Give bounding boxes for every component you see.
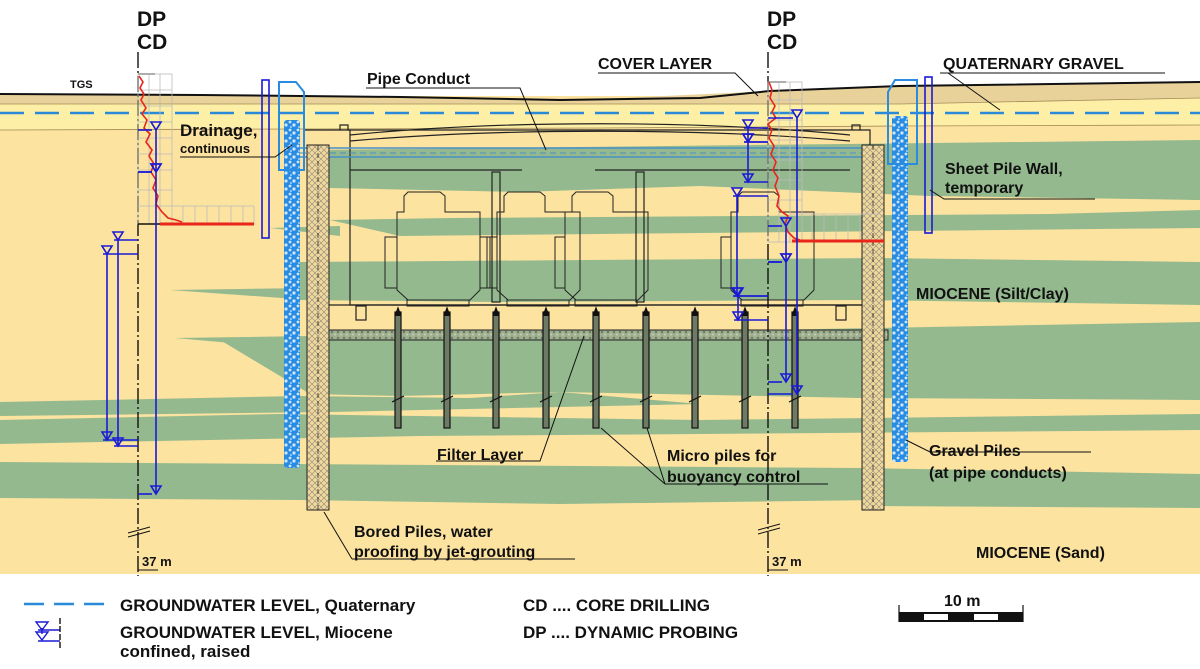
label-bored-piles-jet-grouting: proofing by jet-grouting — [354, 544, 535, 561]
ground-surface-line — [0, 81, 1200, 102]
cover-layer-boundary — [0, 97, 1200, 105]
scale-bar-icon — [898, 605, 1024, 622]
label-sheet-pile-wall: Sheet Pile Wall, — [945, 161, 1063, 178]
legend-gw-miocene-confined: confined, raised — [120, 642, 250, 661]
label-micro-piles-buoyancy: buoyancy control — [667, 469, 800, 486]
vehicle-2 — [486, 191, 581, 307]
bored-pile-left — [306, 144, 330, 511]
label-drainage: Drainage, — [180, 121, 257, 140]
borehole-1-label-dp: DP — [137, 8, 166, 31]
vehicle-3 — [554, 191, 649, 307]
label-miocene-sand: MIOCENE (Sand) — [976, 545, 1105, 562]
surface-label-tgs: TGS — [70, 79, 93, 91]
water-level-triangle-icon — [34, 618, 61, 650]
bored-pile-right — [861, 144, 885, 511]
micro-pile — [688, 306, 702, 429]
borehole-2-label-cd: CD — [767, 31, 797, 54]
micro-pile — [440, 306, 454, 429]
water-level-marker — [731, 287, 768, 322]
micro-piles — [391, 306, 802, 429]
label-quaternary-gravel: QUATERNARY GRAVEL — [943, 56, 1124, 73]
label-sheet-pile-temporary: temporary — [945, 180, 1023, 197]
scale-label: 10 m — [944, 593, 980, 610]
vehicle-4 — [720, 191, 815, 307]
borehole-2-label-dp: DP — [767, 8, 796, 31]
label-drainage-continuous: continuous — [180, 141, 250, 156]
micro-pile — [639, 306, 653, 429]
water-level-marker — [768, 109, 804, 396]
label-cover-layer: COVER LAYER — [598, 56, 713, 73]
legend-gw-miocene: GROUNDWATER LEVEL, Miocene — [120, 623, 393, 642]
legend-gw-quaternary: GROUNDWATER LEVEL, Quaternary — [120, 596, 416, 615]
sheet-pile-right — [924, 76, 933, 234]
label-miocene-silt-clay: MIOCENE (Silt/Clay) — [916, 286, 1069, 303]
micro-pile — [539, 306, 553, 429]
groundwater-level-miocene-markers — [100, 109, 804, 496]
label-bored-piles: Bored Piles, water — [354, 524, 493, 541]
micro-pile — [391, 306, 405, 429]
cover-layer — [0, 82, 1200, 104]
borehole-1 — [127, 52, 255, 576]
micro-pile — [589, 306, 603, 429]
label-pipe-conduct: Pipe Conduct — [367, 71, 471, 88]
legend-cd: CD .... CORE DRILLING — [523, 596, 710, 615]
gravel-boundary — [0, 124, 1200, 131]
borehole-1-label-cd: CD — [137, 31, 167, 54]
tunnel-trough — [305, 123, 880, 321]
sheet-pile-left — [261, 79, 270, 239]
gravel-pile-right — [887, 79, 918, 462]
micro-pile — [489, 306, 503, 429]
label-gravel-piles-location: (at pipe conducts) — [929, 465, 1067, 482]
probing-curve-1 — [138, 75, 183, 223]
gravel-pile-left — [278, 81, 305, 468]
label-micro-piles: Micro piles for — [667, 448, 776, 465]
water-level-marker — [100, 245, 138, 442]
water-level-marker — [741, 133, 768, 184]
water-level-marker — [768, 253, 793, 384]
borehole-1-depth: 37 m — [142, 554, 172, 569]
label-gravel-piles: Gravel Piles — [929, 443, 1021, 460]
rail-vehicles — [384, 191, 815, 307]
pipe-conduct — [300, 147, 880, 158]
water-level-marker — [138, 163, 163, 496]
legend: GROUNDWATER LEVEL, Quaternary GROUNDWATE… — [24, 593, 1024, 661]
legend-dp: DP .... DYNAMIC PROBING — [523, 623, 738, 642]
leader-lines — [180, 72, 1165, 560]
filter-layer — [327, 329, 889, 341]
water-level-marker — [111, 231, 138, 448]
borehole-2-depth: 37 m — [772, 554, 802, 569]
water-level-marker — [730, 187, 768, 298]
label-filter-layer: Filter Layer — [437, 447, 523, 464]
